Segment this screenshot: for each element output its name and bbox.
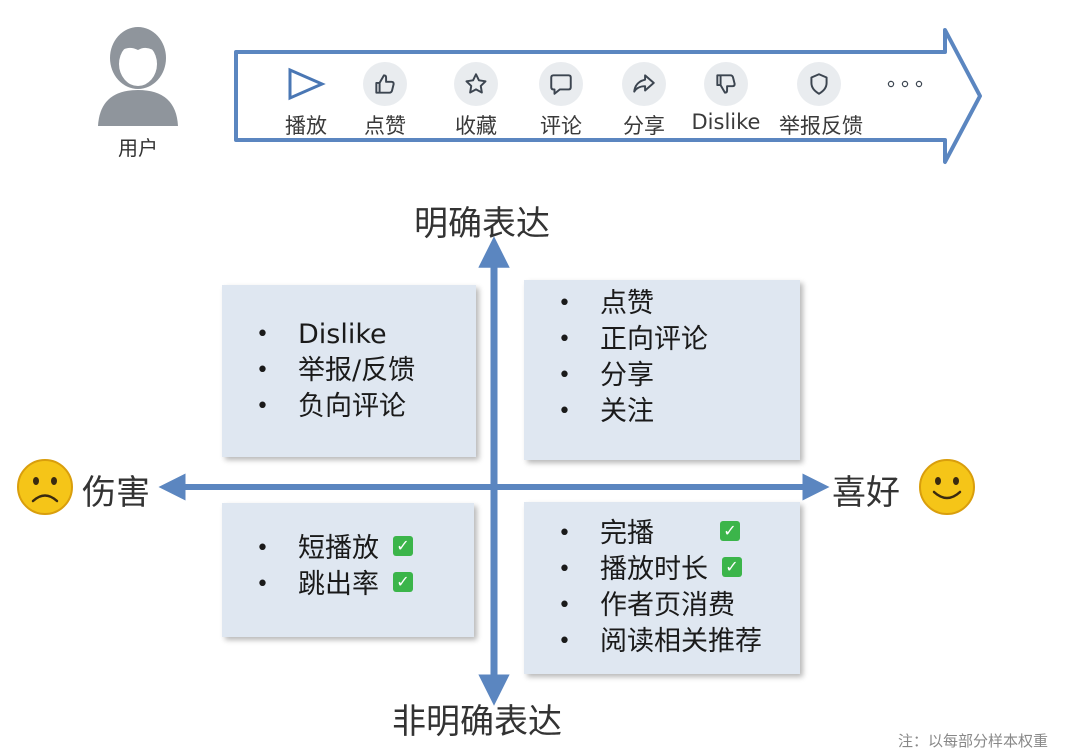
action-label-like: 点赞 — [364, 114, 406, 138]
list-item: 短播放✓ — [222, 531, 474, 567]
list-item: 负向评论 — [222, 389, 476, 425]
action-comment[interactable]: 评论 — [521, 62, 601, 140]
checkmark-icon: ✓ — [722, 557, 742, 577]
action-label-report: 举报反馈 — [779, 114, 863, 138]
list-item: 阅读相关推荐 — [524, 624, 800, 660]
action-report[interactable]: 举报反馈 — [779, 62, 863, 140]
quadrant-top-right: 点赞 正向评论 分享 关注 — [524, 280, 800, 460]
quadrant-list: Dislike 举报/反馈 负向评论 — [222, 285, 476, 425]
thumbs-up-icon — [363, 62, 407, 106]
list-item: 正向评论 — [524, 322, 800, 358]
quadrant-top-left: Dislike 举报/反馈 负向评论 — [222, 285, 476, 457]
action-label-dislike: Dislike — [691, 110, 761, 134]
share-arrow-icon — [622, 62, 666, 106]
list-item: 点赞 — [524, 286, 800, 322]
list-item: 作者页消费 — [524, 588, 800, 624]
pipeline-arrow — [234, 28, 982, 164]
list-item: 跳出率✓ — [222, 567, 474, 603]
user-label: 用户 — [118, 136, 158, 160]
checkmark-icon: ✓ — [393, 536, 413, 556]
quadrant-list: 完播✓ 播放时长✓ 作者页消费 阅读相关推荐 — [524, 502, 800, 660]
play-triangle-icon — [284, 62, 328, 106]
axis-label-right: 喜好 — [832, 473, 900, 513]
list-item: 举报/反馈 — [222, 353, 476, 389]
list-item: 完播✓ — [524, 516, 800, 552]
action-label-play: 播放 — [285, 114, 327, 138]
list-item: 关注 — [524, 394, 800, 430]
action-share[interactable]: 分享 — [604, 62, 684, 140]
checkmark-icon: ✓ — [393, 572, 413, 592]
list-item: 播放时长✓ — [524, 552, 800, 588]
quadrant-list: 点赞 正向评论 分享 关注 — [524, 280, 800, 430]
comment-bubble-icon — [539, 62, 583, 106]
action-favorite[interactable]: 收藏 — [436, 62, 516, 140]
sad-face-icon — [17, 459, 73, 515]
action-play[interactable]: 播放 — [266, 62, 346, 140]
axis-label-left: 伤害 — [82, 473, 150, 513]
star-icon — [454, 62, 498, 106]
quadrant-bottom-right: 完播✓ 播放时长✓ 作者页消费 阅读相关推荐 — [524, 502, 800, 674]
thumbs-down-icon — [704, 62, 748, 106]
quadrant-list: 短播放✓ 跳出率✓ — [222, 503, 474, 603]
quadrant-bottom-left: 短播放✓ 跳出率✓ — [222, 503, 474, 637]
action-dislike[interactable]: Dislike — [686, 62, 766, 134]
axis-label-top: 明确表达 — [414, 204, 550, 244]
list-item: Dislike — [222, 317, 476, 353]
axis-label-bottom: 非明确表达 — [392, 702, 562, 742]
happy-face-icon — [919, 459, 975, 515]
more-dots-icon — [883, 62, 927, 106]
action-label-favorite: 收藏 — [455, 114, 497, 138]
checkmark-icon: ✓ — [720, 521, 740, 541]
action-label-share: 分享 — [623, 114, 665, 138]
action-label-comment: 评论 — [540, 114, 582, 138]
list-item: 分享 — [524, 358, 800, 394]
user-avatar-icon — [98, 27, 178, 126]
shield-icon — [797, 62, 841, 106]
action-more[interactable] — [865, 62, 945, 110]
action-like[interactable]: 点赞 — [345, 62, 425, 140]
